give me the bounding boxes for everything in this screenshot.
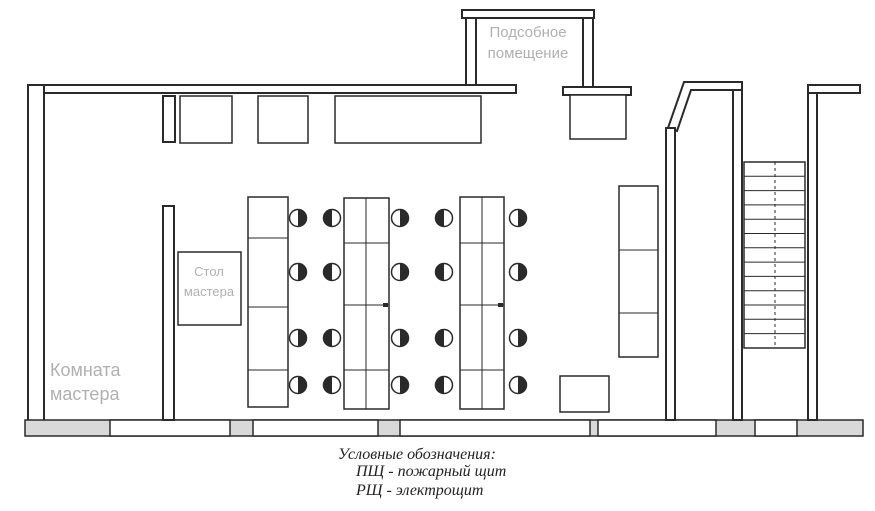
master-desk	[177, 251, 242, 326]
chair-shading	[298, 329, 307, 347]
chair-shading	[435, 376, 444, 394]
chair-shading	[518, 376, 527, 394]
top-furniture	[179, 94, 627, 144]
utility-room-label: Подсобное помещение	[488, 24, 569, 62]
chairs	[288, 208, 528, 395]
chair-shading	[323, 209, 332, 227]
cabinet-3	[334, 95, 482, 144]
chair-shading	[298, 263, 307, 281]
chair-shading	[518, 329, 527, 347]
window-4	[597, 419, 717, 437]
cabinet-2	[257, 95, 309, 144]
chair-shading	[435, 263, 444, 281]
small-table	[559, 375, 610, 413]
svg-text:мастера: мастера	[184, 284, 235, 299]
window-3	[399, 419, 591, 437]
chair-shading	[298, 376, 307, 394]
chair-shading	[435, 329, 444, 347]
cabinet-4	[569, 94, 627, 140]
legend-item-electrical-panel: РЩ - электрощит	[355, 482, 483, 499]
chair-shading	[518, 263, 527, 281]
workbench-1	[247, 196, 289, 408]
svg-text:помещение: помещение	[488, 45, 569, 62]
chair-shading	[518, 209, 527, 227]
window-1	[109, 419, 231, 437]
chair-shading	[298, 209, 307, 227]
chair-shading	[323, 263, 332, 281]
svg-text:мастера: мастера	[50, 384, 120, 404]
master-room-label: Комната мастера	[50, 360, 121, 404]
cabinet-1	[179, 95, 233, 144]
window-2	[252, 419, 379, 437]
window-5	[754, 419, 798, 437]
legend: Условные обозначения: ПЩ - пожарный щит …	[338, 446, 506, 499]
svg-text:Подсобное: Подсобное	[489, 24, 566, 41]
chair-shading	[435, 209, 444, 227]
left-wall	[27, 84, 45, 422]
chair-shading	[323, 329, 332, 347]
svg-text:Стол: Стол	[194, 264, 224, 279]
interior-walls	[162, 89, 818, 421]
legend-title: Условные обозначения:	[338, 446, 496, 463]
chair-shading	[400, 376, 409, 394]
staircase	[743, 161, 806, 349]
chair-shading	[400, 329, 409, 347]
bottom-wall	[24, 419, 864, 437]
master-desk-label: Стол мастера	[184, 264, 235, 299]
chair-shading	[400, 263, 409, 281]
svg-text:Комната: Комната	[50, 360, 121, 380]
chair-shading	[400, 209, 409, 227]
workbench-2	[343, 197, 390, 410]
right-cabinet	[618, 185, 659, 358]
legend-item-fire-panel: ПЩ - пожарный щит	[355, 463, 506, 480]
chair-shading	[323, 376, 332, 394]
workbench-3	[459, 196, 505, 410]
